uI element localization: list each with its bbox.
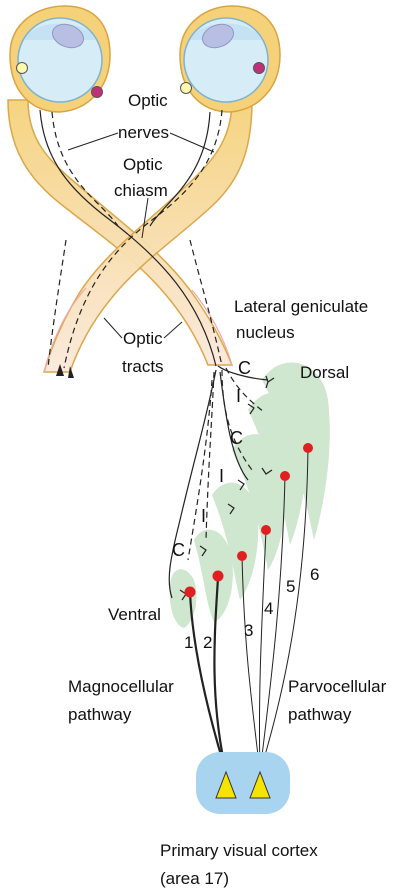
magnocellular-label-2: pathway xyxy=(68,705,132,724)
left-eye xyxy=(10,6,110,112)
cortex-label-2: (area 17) xyxy=(160,869,229,888)
magnocellular-label-1: Magnocellular xyxy=(68,677,174,696)
neuron-layer-4 xyxy=(261,525,271,535)
layer-letter-c-ventral: C xyxy=(172,540,185,560)
layer-letter-i-lower: I xyxy=(201,506,206,526)
primary-visual-cortex-area xyxy=(196,752,290,814)
layer-number-5: 5 xyxy=(286,577,295,596)
optic-nerves-label-1: Optic xyxy=(128,91,168,110)
parvocellular-label-2: pathway xyxy=(288,705,352,724)
left-eye-yellow-spot xyxy=(17,63,28,74)
neuron-layer-6 xyxy=(303,443,313,453)
optic-tracts-label-1: Optic xyxy=(123,329,163,348)
layer-letter-c-dorsal: C xyxy=(238,358,251,378)
right-eye-yellow-spot xyxy=(181,83,192,94)
neuron-layer-3 xyxy=(237,551,247,561)
lgn-label-2: nucleus xyxy=(236,323,295,342)
neuron-layer-5 xyxy=(280,471,290,481)
layer-number-3: 3 xyxy=(244,621,253,640)
right-eye xyxy=(180,6,280,112)
optic-chiasm-label-2: chiasm xyxy=(114,181,168,200)
layer-letter-i-upper: I xyxy=(236,386,241,406)
layer-number-4: 4 xyxy=(264,599,273,618)
layer-number-2: 2 xyxy=(203,633,212,652)
neuron-layer-1 xyxy=(185,587,196,598)
right-eye-magenta-spot xyxy=(254,63,265,74)
optic-nerves-label-2: nerves xyxy=(118,123,169,142)
cortex-label-1: Primary visual cortex xyxy=(160,841,318,860)
ventral-label: Ventral xyxy=(108,605,161,624)
layer-number-6: 6 xyxy=(310,565,319,584)
optic-tracts-label-2: tracts xyxy=(122,357,164,376)
neuron-layer-2 xyxy=(213,571,224,582)
layer-letter-i-middle: I xyxy=(219,466,224,486)
parvocellular-label-1: Parvocellular xyxy=(288,677,387,696)
lgn-label-1: Lateral geniculate xyxy=(234,297,368,316)
layer-number-1: 1 xyxy=(184,633,193,652)
layer-letter-c-middle: C xyxy=(230,428,243,448)
left-eye-magenta-spot xyxy=(92,87,103,98)
dorsal-label: Dorsal xyxy=(300,363,349,382)
optic-chiasm-label-1: Optic xyxy=(123,155,163,174)
